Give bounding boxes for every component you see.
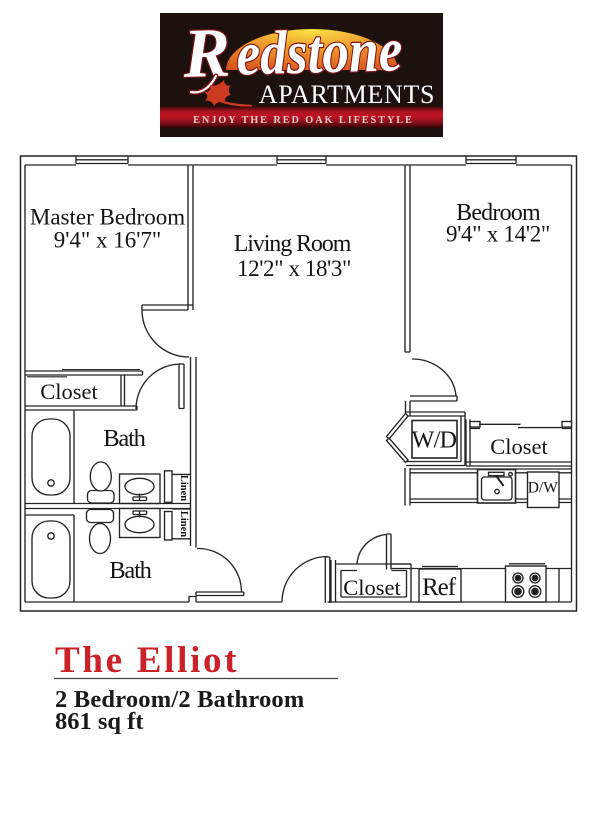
- svg-text:Bath: Bath: [103, 425, 145, 452]
- svg-text:Living Room: Living Room: [234, 231, 352, 257]
- svg-text:Closet: Closet: [490, 434, 548, 459]
- svg-text:Linen: Linen: [178, 475, 189, 501]
- svg-text:861 sq ft: 861 sq ft: [55, 708, 144, 735]
- svg-text:D/W: D/W: [528, 480, 559, 497]
- svg-text:9'4" x 14'2": 9'4" x 14'2": [446, 222, 550, 247]
- svg-text:The Elliot: The Elliot: [55, 640, 239, 681]
- svg-text:12'2" x 18'3": 12'2" x 18'3": [237, 256, 351, 281]
- svg-text:Bedroom: Bedroom: [456, 200, 541, 226]
- svg-text:Closet: Closet: [343, 575, 401, 600]
- svg-text:Bath: Bath: [109, 557, 151, 584]
- svg-text:Master Bedroom: Master Bedroom: [30, 205, 185, 230]
- svg-text:edstone: edstone: [235, 14, 403, 88]
- svg-text:Closet: Closet: [40, 379, 98, 404]
- svg-text:W/D: W/D: [412, 428, 457, 454]
- svg-text:9'4" x 16'7": 9'4" x 16'7": [54, 228, 162, 253]
- svg-text:Ref: Ref: [422, 574, 457, 601]
- svg-text:APARTMENTS: APARTMENTS: [259, 80, 435, 109]
- svg-text:2 Bedroom/2 Bathroom: 2 Bedroom/2 Bathroom: [55, 686, 304, 713]
- svg-text:Linen: Linen: [178, 511, 189, 537]
- svg-text:ENJOY THE RED OAK LIFESTYLE: ENJOY THE RED OAK LIFESTYLE: [193, 115, 414, 126]
